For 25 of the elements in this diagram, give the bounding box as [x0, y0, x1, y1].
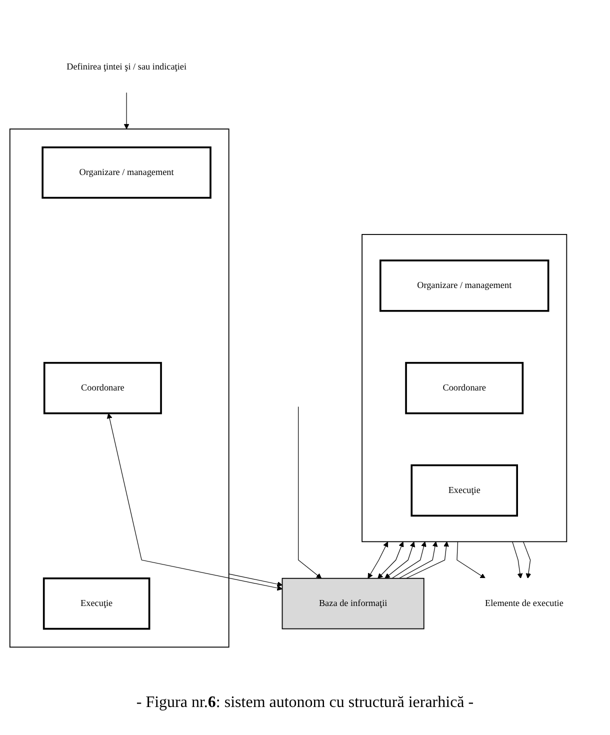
arrow [106, 414, 282, 592]
arrow [228, 574, 282, 588]
arrow [392, 542, 426, 580]
arrow [378, 542, 404, 580]
cluster [362, 234, 568, 543]
arrow [522, 542, 532, 580]
arrow [368, 542, 388, 580]
arrow [456, 542, 486, 580]
node-text: Elemente de executie [485, 599, 564, 609]
node-box: Baza de informaţii [282, 578, 424, 630]
node-box: Organizare / management [379, 260, 550, 312]
arrow [124, 92, 130, 130]
arrow [512, 542, 523, 580]
arrow [384, 542, 416, 580]
arrow [298, 406, 322, 580]
figure-caption: - Figura nr.6: sistem autonom cu structură ierarhică - [135, 694, 475, 712]
cluster [9, 129, 230, 648]
node-box: Organizare / management [42, 146, 212, 200]
node-text: Definirea ţintei şi / sau indicaţiei [66, 62, 187, 72]
node-box: Coordonare [405, 362, 524, 415]
arrow [398, 542, 438, 580]
node-box: Execuţie [410, 464, 518, 518]
node-box: Execuţie [42, 578, 150, 630]
arrow [406, 542, 449, 580]
node-box: Coordonare [43, 362, 162, 415]
